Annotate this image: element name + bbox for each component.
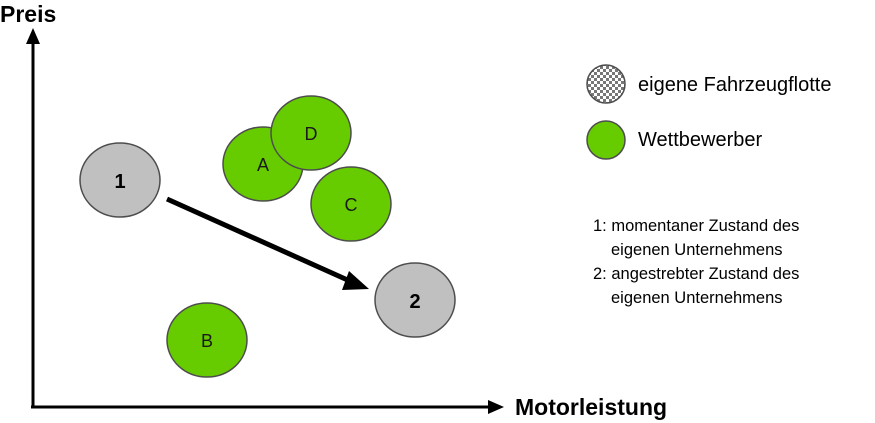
own-state-current: 1 xyxy=(79,142,161,218)
legend: eigene Fahrzeugflotte Wettbewerber xyxy=(586,64,831,160)
checker-swatch-icon xyxy=(586,64,626,104)
green-swatch-icon xyxy=(586,120,626,160)
competitor-b: B xyxy=(166,302,248,378)
legend-competitor: Wettbewerber xyxy=(586,120,762,160)
competitor-a-label: A xyxy=(257,155,269,175)
note-line-4: eigenen Unternehmens xyxy=(611,289,783,307)
strategy-arrow xyxy=(165,196,369,290)
x-axis-arrowhead xyxy=(488,400,504,414)
competitor-c-label: C xyxy=(345,195,358,215)
x-axis xyxy=(31,400,504,414)
state-notes: 1: momentaner Zustand des eigenen Untern… xyxy=(593,217,799,307)
competitor-c: C xyxy=(310,166,392,242)
note-line-3: 2: angestrebter Zustand des xyxy=(593,265,799,283)
competitor-circle xyxy=(310,166,392,242)
y-axis-label: Preis xyxy=(0,1,56,27)
legend-own-fleet-label: eigene Fahrzeugflotte xyxy=(638,74,831,96)
y-axis xyxy=(26,28,40,406)
y-axis-arrowhead xyxy=(26,28,40,44)
competitor-circle xyxy=(270,95,352,171)
competitor-circle xyxy=(166,302,248,378)
legend-own-fleet: eigene Fahrzeugflotte xyxy=(586,64,831,104)
own-state-target: 2 xyxy=(374,262,456,338)
competitor-d: D xyxy=(270,95,352,171)
own-state-current-label: 1 xyxy=(114,171,125,193)
own-state-circle xyxy=(374,262,456,338)
note-line-1: 1: momentaner Zustand des xyxy=(593,217,799,235)
competitor-b-label: B xyxy=(201,331,213,351)
note-line-2: eigenen Unternehmens xyxy=(611,241,783,259)
competitor-d-label: D xyxy=(305,124,318,144)
own-state-target-label: 2 xyxy=(409,291,420,313)
own-state-circle xyxy=(79,142,161,218)
x-axis-label: Motorleistung xyxy=(515,394,667,420)
legend-competitor-label: Wettbewerber xyxy=(638,129,762,151)
